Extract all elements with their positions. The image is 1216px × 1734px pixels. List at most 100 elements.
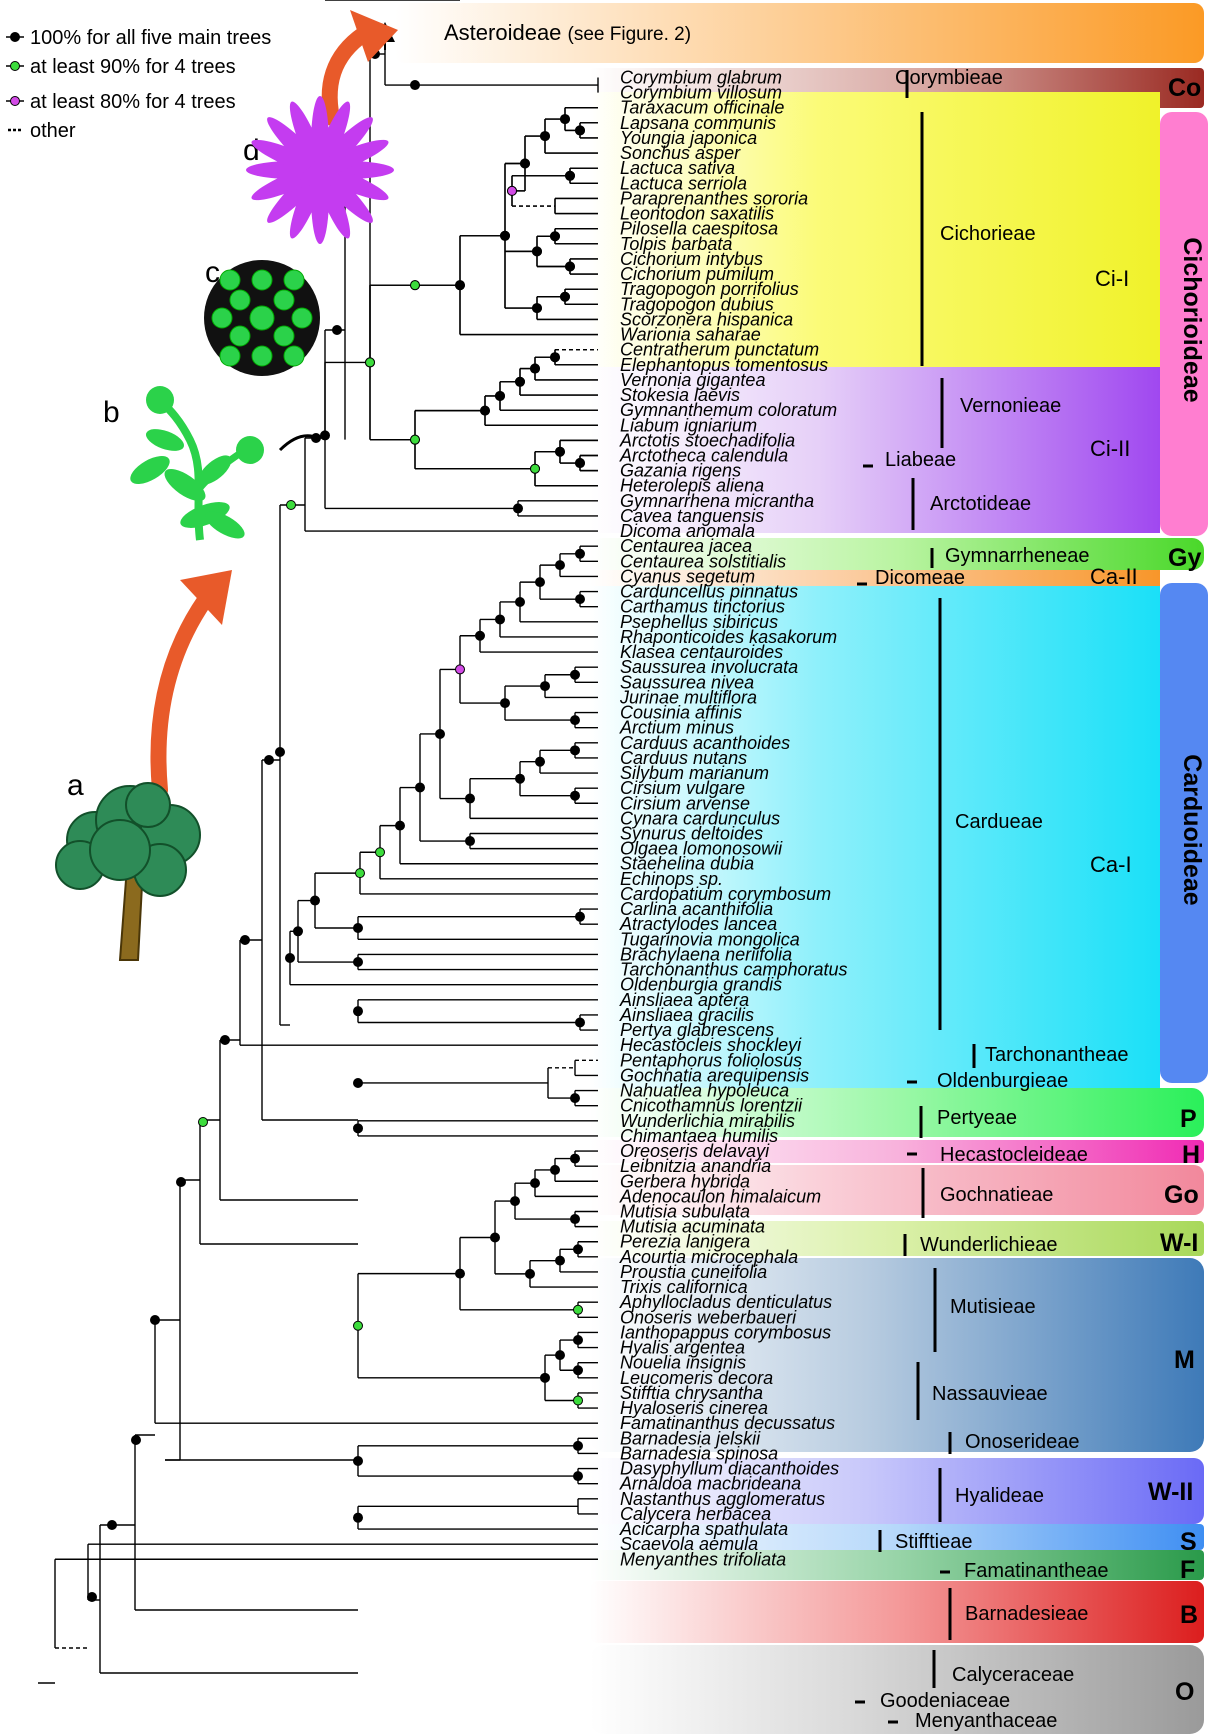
taxon-label: Hyalis argentea	[620, 1338, 745, 1358]
taxon-label: Gazania rigens	[620, 461, 741, 481]
clade-band	[590, 1645, 1204, 1734]
taxon-label: Scaevola aemula	[620, 1534, 758, 1554]
taxon-label: Atractylodes lancea	[619, 914, 777, 934]
support-node	[455, 1268, 465, 1279]
support-node	[87, 1592, 97, 1602]
support-node	[560, 291, 570, 302]
support-nodes	[87, 49, 585, 1602]
taxon-label: Saussurea nivea	[620, 672, 754, 692]
support-node	[507, 185, 517, 196]
taxon-label: Nahuatlea hypoleuca	[620, 1081, 789, 1101]
arrow-head-a	[180, 570, 232, 625]
taxon-label: Barnadesia jelskii	[620, 1428, 761, 1448]
support-node	[530, 1178, 540, 1189]
support-node	[573, 1395, 583, 1406]
support-node	[560, 114, 570, 125]
tribe-label: Nassauvieae	[932, 1383, 1048, 1405]
support-node	[520, 158, 530, 169]
floret-circle	[273, 289, 295, 311]
support-node	[375, 847, 385, 858]
support-node	[573, 1335, 583, 1346]
support-node	[565, 170, 575, 181]
taxon-label: Centaurea jacea	[620, 536, 752, 556]
support-node	[353, 1455, 363, 1466]
taxon-label: Staehelina dubia	[620, 854, 754, 874]
support-node	[555, 560, 565, 571]
support-node	[410, 434, 420, 445]
support-node	[565, 261, 575, 272]
taxon-label: Carthamus tinctorius	[620, 597, 785, 617]
plant-leaf	[164, 468, 206, 502]
taxon-label: Oldenburgia grandis	[620, 975, 782, 995]
arrow-head-d	[350, 10, 398, 62]
taxon-label: Warionia saharae	[620, 325, 761, 345]
plant-icon	[130, 386, 264, 541]
support-node	[532, 246, 542, 257]
tree-foliage	[125, 782, 171, 828]
floret-circle	[229, 289, 251, 311]
plant-leaf	[198, 455, 232, 485]
support-node	[353, 923, 363, 933]
taxon-label: Carduus nutans	[620, 748, 747, 768]
taxon-label: Cardopatium corymbosum	[620, 884, 831, 904]
support-node	[575, 125, 585, 136]
support-node	[532, 303, 542, 314]
taxon-label: Mutisia subulata	[620, 1202, 750, 1222]
support-node	[570, 715, 580, 726]
tribe-label: Barnadesieae	[965, 1603, 1088, 1625]
panel-letter: c	[205, 256, 220, 289]
tribe-label: Pertyeae	[937, 1107, 1017, 1129]
support-node	[573, 1365, 583, 1376]
taxon-label: Mutisia acuminata	[620, 1217, 765, 1237]
cross-section-icon	[204, 260, 320, 376]
taxon-label: Scorzonera hispanica	[620, 309, 793, 329]
support-node	[131, 1435, 141, 1445]
subclade-label: Ci-I	[1095, 266, 1129, 291]
clade-band	[590, 1165, 1204, 1215]
floret-circle	[283, 345, 305, 367]
taxon-label: Arctotheca calendula	[619, 446, 788, 466]
taxon-label: Proustia cuneifolia	[620, 1262, 767, 1282]
taxon-label: Liabum igniarium	[620, 415, 757, 435]
support-node	[293, 926, 303, 937]
support-node	[500, 698, 510, 709]
legend-marker	[10, 61, 20, 71]
support-node	[275, 747, 285, 757]
support-node	[555, 446, 565, 457]
taxon-label: Tugarinovia mongolica	[620, 929, 800, 949]
taxon-label: Perezia lanigera	[620, 1232, 750, 1252]
support-node	[410, 280, 420, 291]
arrow-a-to-b	[150, 592, 213, 798]
asteroideae-label: Asteroideae (see Figure. 2)	[444, 20, 691, 45]
taxon-label: Trixis californica	[620, 1277, 748, 1297]
support-node	[550, 1164, 560, 1175]
clade-abbreviation: W-I	[1160, 1229, 1198, 1257]
taxon-label: Lactuca serriola	[620, 173, 747, 193]
tribe-label: Liabeae	[885, 449, 956, 471]
taxon-label: Carlina acanthifolia	[620, 899, 773, 919]
floret-circle	[251, 345, 273, 367]
tribe-labels: CorymbieaeCichorieaeVernonieaeLiabeaeArc…	[444, 20, 1206, 1732]
subfamily-bars	[1160, 112, 1208, 1083]
clade-abbreviation: M	[1174, 1346, 1195, 1374]
taxon-label: Carduncellus pinnatus	[620, 582, 798, 602]
legend-marker	[10, 32, 20, 42]
clade-band	[590, 1258, 1204, 1452]
tribe-label: Wunderlichieae	[920, 1234, 1058, 1256]
taxon-label: Corymbium glabrum	[620, 68, 782, 88]
tribe-label: Onoserideae	[965, 1431, 1080, 1453]
clade-band	[590, 1581, 1204, 1643]
support-node	[490, 1232, 500, 1243]
subfamily-bar-cichorioideae	[1160, 112, 1208, 536]
clade-abbreviation: W-II	[1148, 1478, 1193, 1506]
support-node	[365, 357, 375, 368]
clade-band	[590, 1140, 1204, 1163]
tribe-label: Mutisieae	[950, 1296, 1036, 1318]
support-node	[515, 773, 525, 784]
tribe-label: Hyalideae	[955, 1485, 1044, 1507]
taxon-label: Nastanthus agglomeratus	[620, 1489, 825, 1509]
support-node	[465, 793, 475, 804]
taxon-label: Cyanus segetum	[620, 566, 755, 586]
support-node	[570, 1093, 580, 1104]
support-node	[540, 131, 550, 142]
